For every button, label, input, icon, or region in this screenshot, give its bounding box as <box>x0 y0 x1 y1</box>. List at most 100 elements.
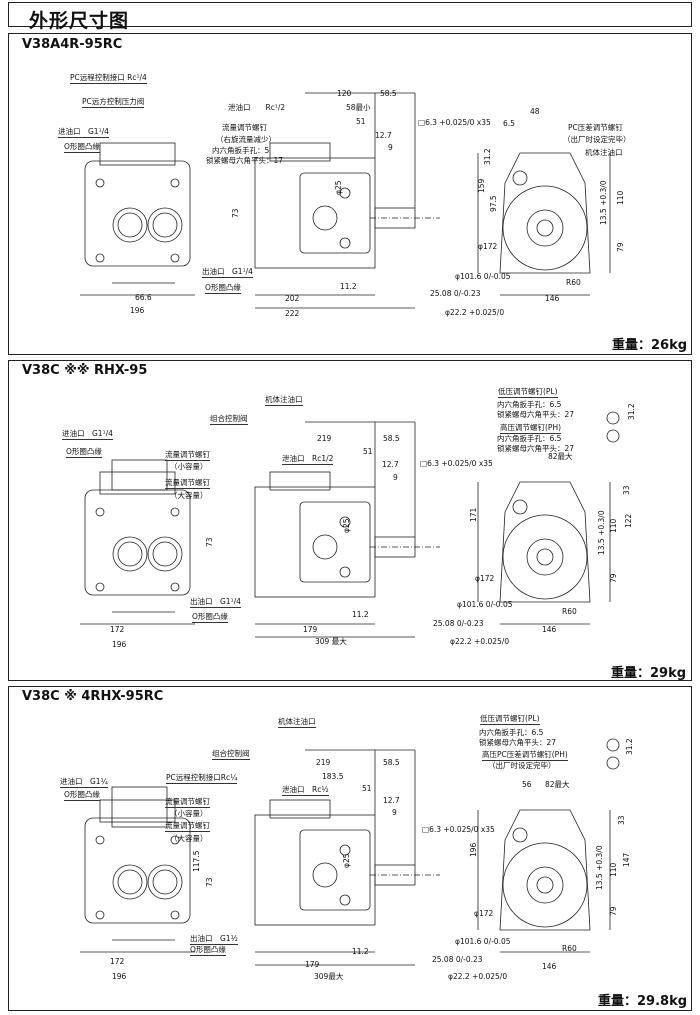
callout-label: 锁紧螺母六角平头：27 <box>497 410 575 419</box>
dimension-label: 9 <box>393 473 398 482</box>
callout-label: （大容量） <box>170 834 208 843</box>
dimension-label: φ101.6 0/-0.05 <box>455 272 511 281</box>
dimension-label: R60 <box>562 944 577 953</box>
dimension-label: φ25 <box>342 853 351 869</box>
dimension-label: 12.7 <box>383 796 400 805</box>
dimension-label: 13.5 +0.3/0 <box>595 845 604 890</box>
pump-drawing-1 <box>79 92 611 309</box>
dimension-label: 146 <box>542 962 557 971</box>
callout-label: 机体注油口 <box>585 148 623 157</box>
dimension-label: 82最大 <box>548 452 573 461</box>
callout-label: 流量调节螺钉 <box>165 797 210 808</box>
callout-label: 流量调节螺钉 <box>165 821 210 832</box>
dimension-label: 25.08 0/-0.23 <box>432 955 483 964</box>
dimension-label: 13.5 +0.3/0 <box>599 180 608 225</box>
callout-label: 机体注油口 <box>265 395 303 406</box>
dimension-label: 58最小 <box>346 103 371 112</box>
callout-label: PC远程控制接口 Rc¹/4 <box>70 73 147 84</box>
callout-label: 高压调节螺钉(PH) <box>500 423 562 434</box>
dimension-label: 73 <box>205 877 214 887</box>
callout-label: O形圈凸缘 <box>64 142 100 153</box>
dimension-label: 79 <box>616 242 625 252</box>
callout-label: 组合控制阀 <box>212 749 250 760</box>
callout-label: 锁紧螺母六角平头：27 <box>497 444 575 453</box>
dimension-label: 309 最大 <box>315 637 347 646</box>
dimension-label: 179 <box>305 960 320 969</box>
section-v38c-4rhx <box>8 686 692 1011</box>
dimension-label: φ25 <box>334 180 343 196</box>
dimension-label: 31.2 <box>625 738 634 755</box>
dimension-label: φ22.2 +0.025/0 <box>448 972 508 981</box>
dimension-label: 309最大 <box>314 972 344 981</box>
dimension-label: φ172 <box>475 574 495 583</box>
dimension-label: 33 <box>617 815 626 825</box>
callout-label: O形圈凸缘 <box>66 447 102 458</box>
callout-label: 锁紧螺母六角平头：27 <box>479 738 557 747</box>
dimension-label: 147 <box>622 852 631 867</box>
callout-label: 进油口 G1¹/4 <box>58 127 109 138</box>
callout-label: 流量调节螺钉 <box>165 478 210 489</box>
dimension-label: 73 <box>205 537 214 547</box>
dimension-label: □6.3 +0.025/0 x35 <box>422 825 495 834</box>
dimension-label: 196 <box>130 306 145 315</box>
dimension-label: 25.08 0/-0.23 <box>433 619 484 628</box>
dimension-label: φ22.2 +0.025/0 <box>445 308 505 317</box>
callout-label: 泄油口 Rc¹/2 <box>228 103 286 112</box>
dimension-label: 196 <box>112 640 127 649</box>
callout-label: 流量调节螺钉 <box>222 123 267 132</box>
section-v38a4r <box>8 33 692 355</box>
dimension-label: 12.7 <box>382 460 399 469</box>
dimension-label: φ22.2 +0.025/0 <box>450 637 510 646</box>
callout-label: 泄油口 Rc1/2 <box>282 454 334 465</box>
page-title: 外形尺寸图 <box>29 10 130 32</box>
dimension-label: 33 <box>622 485 631 495</box>
callout-label: PC压差调节螺钉 <box>568 123 623 132</box>
dimension-label: 110 <box>616 190 625 205</box>
dimension-label: 179 <box>303 625 318 634</box>
dimension-label: φ25 <box>342 518 351 534</box>
callout-label: 流量调节螺钉 <box>165 450 210 461</box>
dimension-label: 117.5 <box>192 850 201 872</box>
dimension-label: 110 <box>609 518 618 533</box>
callout-label: 内六角扳手孔：6.5 <box>497 434 562 443</box>
dimension-label: 172 <box>110 957 125 966</box>
callout-label: 出油口 G1½ <box>190 934 238 945</box>
dimension-label: 11.2 <box>352 610 369 619</box>
dimension-label: 183.5 <box>322 772 344 781</box>
section-title: V38C ※ 4RHX-95RC <box>22 689 164 704</box>
dimension-label: 48 <box>530 107 540 116</box>
dimension-label: 13.5 +0.3/0 <box>597 510 606 555</box>
dimension-label: 73 <box>231 208 240 218</box>
callout-label: O形圈凸缘 <box>192 612 228 623</box>
dimension-label: 82最大 <box>545 780 570 789</box>
dimension-label: 51 <box>356 117 366 126</box>
callout-label: （大容量） <box>170 491 208 500</box>
callout-label: 进油口 G1¹/4 <box>62 429 113 440</box>
callout-label: （小容量） <box>170 809 208 818</box>
callout-label: O形圈凸缘 <box>205 283 241 294</box>
dimension-label: φ172 <box>478 242 498 251</box>
dimension-label: 11.2 <box>340 282 357 291</box>
callout-label: PC远程控制接口Rc¼ <box>166 773 238 784</box>
weight-label: 重量：26kg <box>612 338 688 353</box>
callout-label: O形圈凸缘 <box>64 790 100 801</box>
dimension-label: 58.5 <box>380 89 397 98</box>
callout-label: 高压PC压差调节螺钉(PH) <box>482 750 568 761</box>
dimension-label: R60 <box>562 607 577 616</box>
callout-label: 泄油口 Rc½ <box>282 785 329 796</box>
dimension-label: 56 <box>522 780 532 789</box>
dimension-label: 58.5 <box>383 434 400 443</box>
dimension-label: 110 <box>609 862 618 877</box>
callout-label: 机体注油口 <box>278 717 316 728</box>
dimension-label: □6.3 +0.025/0 x35 <box>418 118 491 127</box>
dimension-label: 171 <box>469 507 478 522</box>
callout-label: 进油口 G1¼ <box>60 777 108 788</box>
dimension-label: φ101.6 0/-0.05 <box>455 937 511 946</box>
callout-label: （出厂时设定完毕） <box>488 761 556 770</box>
dimension-label: 120 <box>337 89 352 98</box>
callout-label: 出油口 G1¹/4 <box>202 267 253 278</box>
dimension-label: 9 <box>388 143 393 152</box>
dimension-label: 172 <box>110 625 125 634</box>
